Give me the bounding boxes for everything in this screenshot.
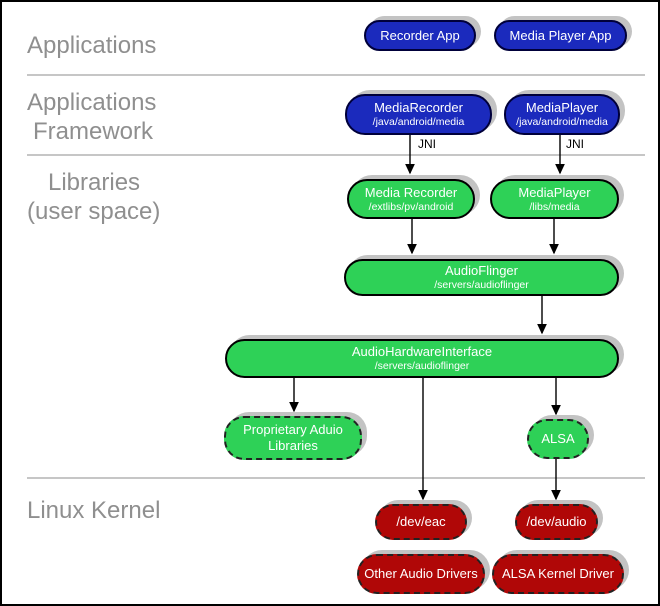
- node-recorder-app: Recorder App: [364, 20, 476, 51]
- node-proprietary-audio-libraries: Proprietary Aduio Libraries: [224, 416, 362, 460]
- node-audioflinger: AudioFlinger /servers/audioflinger: [344, 259, 619, 296]
- node-mediarecorder-framework: MediaRecorder /java/android/media: [345, 94, 492, 135]
- node-title: MediaPlayer: [525, 100, 599, 116]
- node-dev-audio: /dev/audio: [515, 504, 598, 540]
- node-title: AudioFlinger: [445, 263, 518, 279]
- node-title: AudioHardwareInterface: [351, 344, 493, 360]
- node-other-audio-drivers: Other Audio Drivers: [357, 554, 485, 594]
- node-title: Other Audio Drivers: [364, 566, 478, 582]
- layer-label-libraries: Libraries (user space): [27, 168, 160, 226]
- node-subtitle: /libs/media: [529, 200, 580, 213]
- layer-label-text: Linux Kernel: [27, 497, 161, 524]
- node-subtitle: /java/android/media: [372, 116, 465, 129]
- jni-label-left: JNI: [418, 137, 436, 151]
- node-subtitle: /java/android/media: [516, 116, 608, 129]
- layer-label-text: Libraries: [48, 169, 141, 196]
- node-dev-eac: /dev/eac: [375, 504, 467, 540]
- layer-label-kernel: Linux Kernel: [27, 496, 160, 525]
- node-audio-hardware-interface: AudioHardwareInterface /servers/audiofli…: [225, 339, 619, 378]
- layer-label-framework: Applications Framework: [27, 88, 156, 146]
- node-title: ALSA: [541, 431, 575, 447]
- node-title: /dev/audio: [526, 514, 587, 530]
- node-title: Proprietary Aduio Libraries: [243, 422, 343, 453]
- layer-label-applications: Applications: [27, 31, 156, 60]
- node-media-player-app: Media Player App: [494, 20, 627, 51]
- node-title: ALSA Kernel Driver: [502, 566, 614, 582]
- node-title: /dev/eac: [396, 514, 446, 530]
- node-title: MediaPlayer: [518, 184, 591, 200]
- layer-label-text: Framework: [33, 118, 154, 145]
- node-title: Media Recorder: [364, 184, 458, 200]
- node-alsa-kernel-driver: ALSA Kernel Driver: [492, 554, 624, 594]
- layer-label-text: Applications: [27, 89, 157, 116]
- node-mediaplayer-framework: MediaPlayer /java/android/media: [504, 94, 620, 135]
- node-mediaplayer-lib: MediaPlayer /libs/media: [490, 179, 619, 219]
- node-title: Recorder App: [380, 27, 460, 43]
- node-subtitle: /servers/audioflinger: [374, 360, 470, 373]
- node-subtitle: /extlibs/pv/android: [368, 200, 454, 213]
- node-title: MediaRecorder: [374, 100, 463, 116]
- node-alsa: ALSA: [527, 419, 589, 459]
- layer-label-text: Applications: [27, 32, 157, 59]
- node-subtitle: /servers/audioflinger: [434, 279, 529, 292]
- node-media-recorder-lib: Media Recorder /extlibs/pv/android: [347, 179, 475, 219]
- jni-label-right: JNI: [566, 137, 584, 151]
- layer-label-text: (user space): [27, 198, 161, 225]
- node-title: Media Player App: [509, 27, 612, 43]
